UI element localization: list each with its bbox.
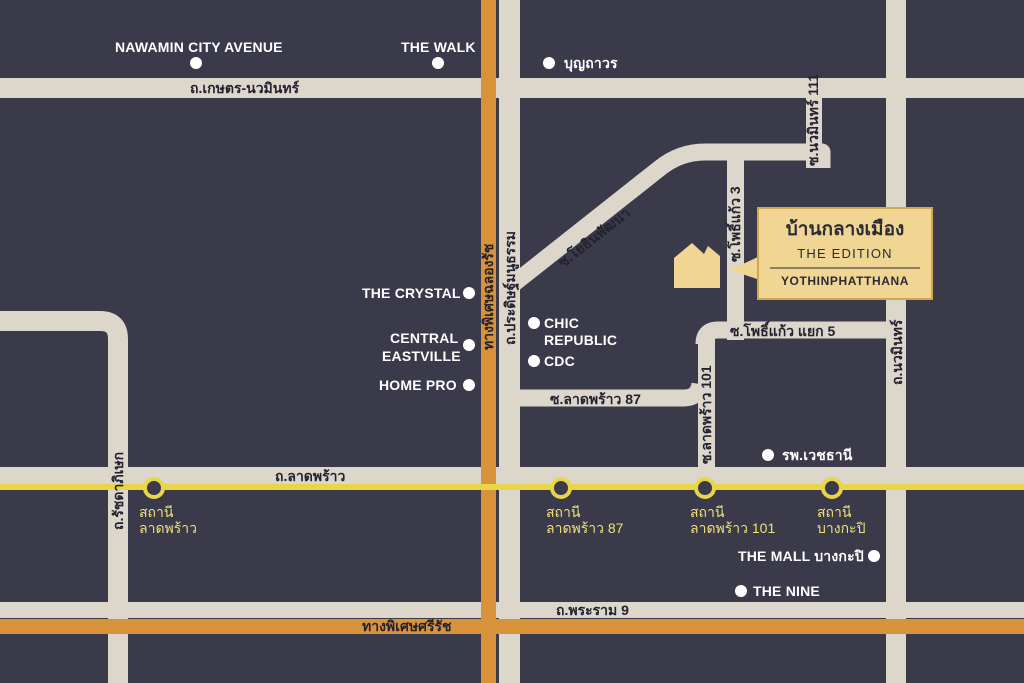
place-nawamin-city-avenue: NAWAMIN CITY AVENUE [115, 39, 283, 55]
road-label-pho-kaeo-3: ซ.โพธิ์แก้ว 3 [724, 186, 743, 262]
road-ratchada [0, 311, 128, 683]
road-label-lat-phrao-101: ซ.ลาดพร้าว 101 [698, 365, 714, 464]
place-home-pro: HOME PRO [379, 377, 457, 393]
road-pradit-manutham [499, 0, 520, 683]
road-pho-kaeo-3 [727, 160, 744, 340]
marker-the-nine [735, 585, 747, 597]
marker-the-walk [432, 57, 444, 69]
marker-the-crystal [463, 287, 475, 299]
place-chic-republic-line2: REPUBLIC [544, 332, 617, 348]
road-label-ratchada: ถ.รัชดาภิเษก [110, 452, 126, 530]
station-label-bangkapi-1: สถานี [817, 504, 852, 520]
marker-central-eastville [463, 339, 475, 351]
station-bangkapi [821, 477, 843, 499]
expressway-si-rat [0, 619, 1024, 634]
callout-box [757, 207, 933, 300]
place-central-eastville-line1: CENTRAL [390, 330, 459, 346]
expressway-chalong-rat [481, 0, 496, 683]
rail-yellow-line [0, 484, 1024, 490]
marker-cdc [528, 355, 540, 367]
road-label-pradit-manutham: ถ.ประดิษฐ์มนูธรรม [502, 231, 520, 345]
station-lat-phrao-101 [694, 477, 716, 499]
marker-chic-republic [528, 317, 540, 329]
road-label-nawamin-111: ซ.นวมินทร์ 111 [805, 74, 821, 166]
place-chic-republic-line1: CHIC [544, 315, 579, 331]
station-label-87-2: ลาดพร้าว 87 [546, 520, 624, 536]
road-label-pho-kaeo-yaek-5: ซ.โพธิ์แก้ว แยก 5 [730, 320, 836, 339]
project-building-icon [674, 243, 720, 288]
marker-home-pro [463, 379, 475, 391]
road-lat-phrao-87 [520, 382, 709, 407]
road-label-lat-phrao-87: ซ.ลาดพร้าว 87 [550, 391, 641, 407]
road-lat-phrao-101 [698, 335, 715, 470]
station-label-101-1: สถานี [690, 504, 725, 520]
marker-vejthani [762, 449, 774, 461]
road-lat-phrao [0, 467, 1024, 487]
place-the-mall-bangkapi: THE MALL บางกะปิ [738, 548, 864, 564]
road-label-chalong-rat: ทางพิเศษฉลองรัช [480, 243, 496, 350]
road-label-si-rat: ทางพิเศษศรีรัช [362, 618, 452, 634]
place-cdc: CDC [544, 353, 575, 369]
station-lat-phrao-87 [550, 477, 572, 499]
callout-title: บ้านกลางเมือง [786, 218, 905, 240]
road-nawamin [886, 0, 906, 683]
road-label-lat-phrao: ถ.ลาดพร้าว [275, 468, 346, 484]
marker-the-mall-bangkapi [868, 550, 880, 562]
place-bunthavorn: บุญถาวร [564, 55, 618, 72]
place-the-nine: THE NINE [753, 583, 820, 599]
road-rama-9 [0, 602, 1024, 618]
place-the-walk: THE WALK [401, 39, 476, 55]
station-marker [143, 477, 843, 499]
station-label-lat-phrao-2: ลาดพร้าว [139, 520, 197, 536]
place-central-eastville-line2: EASTVILLE [382, 348, 461, 364]
marker-nawamin-city-avenue [190, 57, 202, 69]
road-label-nawamin: ถ.นวมินทร์ [889, 319, 905, 385]
station-label-lat-phrao-1: สถานี [139, 504, 174, 520]
callout-pointer [730, 256, 760, 280]
road-label-rama-9: ถ.พระราม 9 [556, 602, 629, 618]
place-the-crystal: THE CRYSTAL [362, 285, 461, 301]
callout-subtitle: THE EDITION [797, 246, 893, 261]
project-callout: บ้านกลางเมือง THE EDITION YOTHINPHATTHAN… [730, 207, 933, 300]
road-label-kaset-nawamin: ถ.เกษตร-นวมินทร์ [190, 80, 300, 96]
station-lat-phrao [143, 477, 165, 499]
place-vejthani: รพ.เวชธานี [782, 447, 853, 463]
station-label-87-1: สถานี [546, 504, 581, 520]
station-label-bangkapi-2: บางกะปิ [817, 520, 866, 536]
marker-bunthavorn [543, 57, 555, 69]
station-label-101-2: ลาดพร้าว 101 [690, 520, 775, 536]
road-yothin-phatthana [506, 143, 831, 292]
callout-footer: YOTHINPHATTHANA [781, 274, 909, 288]
